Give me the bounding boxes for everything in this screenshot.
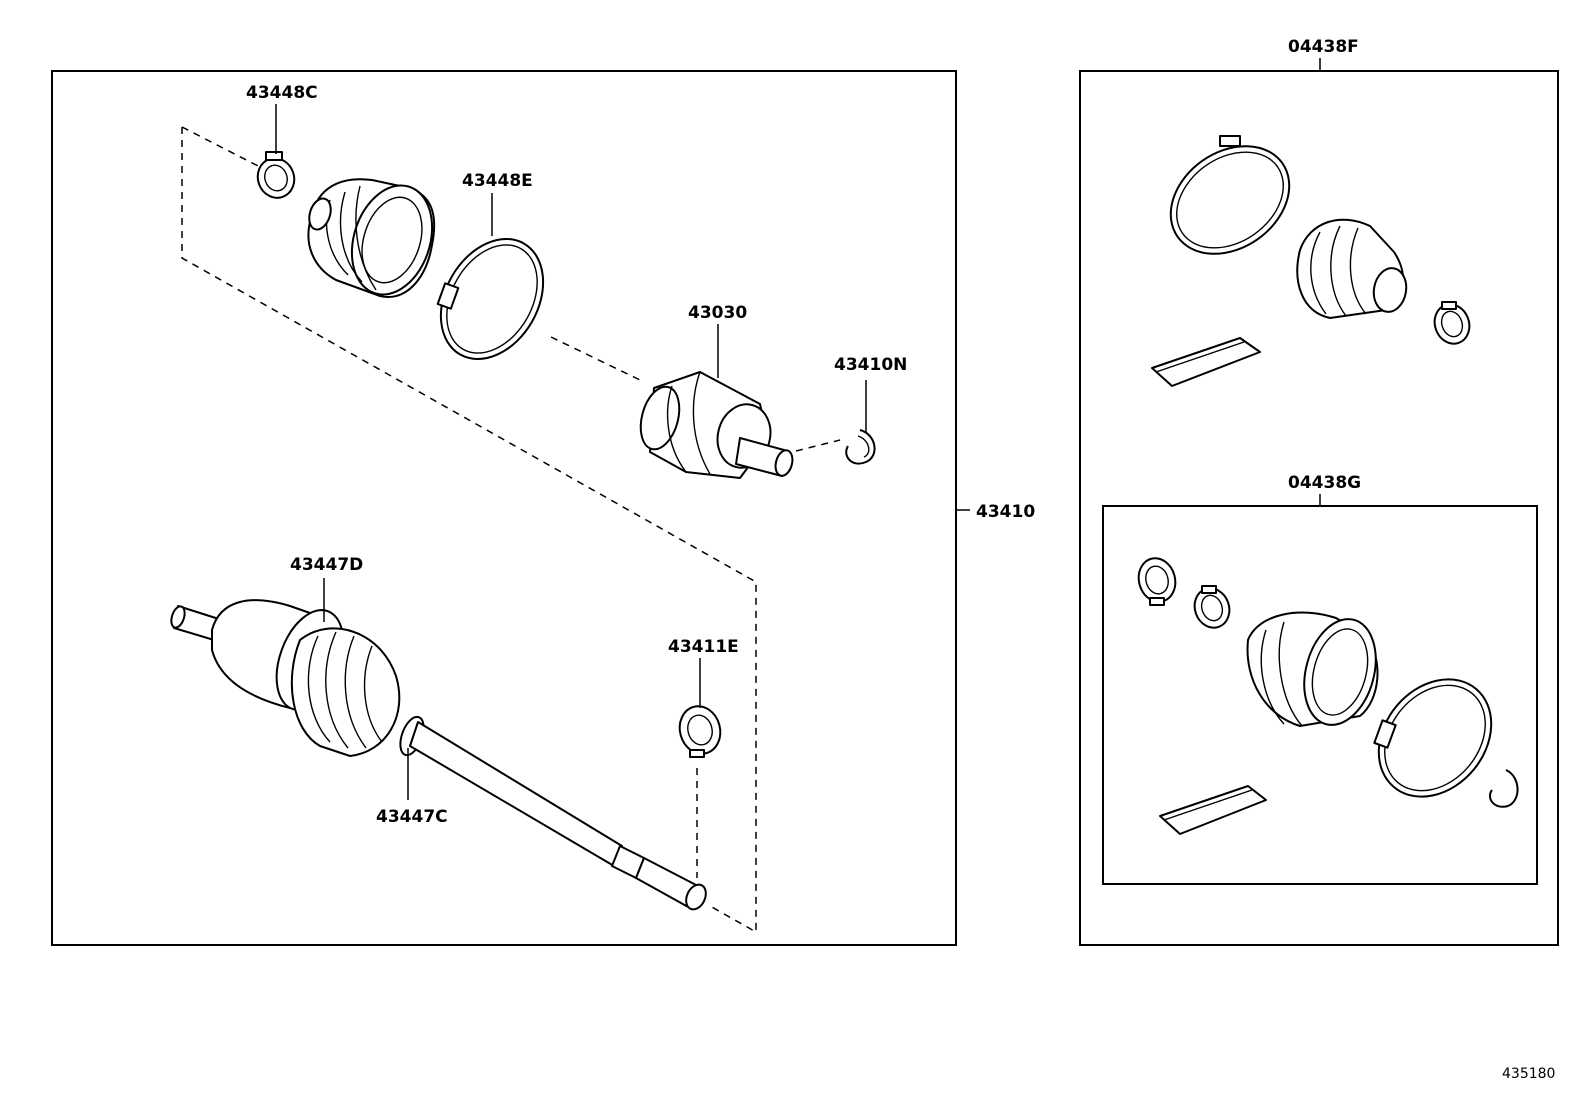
kit-g-small-clamp bbox=[1193, 585, 1231, 629]
label-boot-clamp-large: 43448E bbox=[462, 171, 533, 191]
kit-f-grease-pack bbox=[1151, 337, 1261, 387]
kit-f-small-clamp bbox=[1433, 301, 1471, 345]
boot-clamp-large-part bbox=[436, 237, 545, 361]
label-inboard-joint: 43030 bbox=[688, 303, 747, 323]
kit-g-boot bbox=[1246, 611, 1379, 727]
inboard-joint-part bbox=[639, 371, 794, 479]
kit-f-large-clamp bbox=[1169, 135, 1291, 255]
leader-lines bbox=[275, 58, 1321, 800]
label-diagram-number: 435180 bbox=[1502, 1066, 1555, 1082]
label-boot-kit-inboard: 04438F bbox=[1288, 37, 1359, 57]
assembly-dashed-outline bbox=[181, 126, 841, 934]
kit-f-boot bbox=[1296, 218, 1408, 319]
boot-kit-frame bbox=[1079, 70, 1559, 946]
label-boot-kit-outboard: 04438G bbox=[1288, 473, 1361, 493]
label-snap-ring-inner: 43410N bbox=[834, 355, 907, 375]
kit-g-snap-ring bbox=[1137, 557, 1177, 606]
inboard-boot-part bbox=[307, 178, 436, 298]
label-outboard-boot: 43447D bbox=[290, 555, 363, 575]
kit-g-large-clamp bbox=[1373, 678, 1493, 798]
snap-ring-inner-part bbox=[845, 429, 876, 465]
label-outboard-clamp: 43447C bbox=[376, 807, 448, 827]
label-snap-ring-outer: 43411E bbox=[668, 637, 739, 657]
label-boot-clamp-small: 43448C bbox=[246, 83, 318, 103]
outboard-shaft-part bbox=[170, 599, 707, 911]
kit-g-snap-ring-small bbox=[1489, 769, 1519, 808]
label-shaft-assembly: 43410 bbox=[976, 502, 1035, 522]
kit-g-grease-pack bbox=[1159, 785, 1267, 835]
snap-ring-outer-part bbox=[678, 705, 722, 758]
main-assembly-frame bbox=[51, 70, 957, 946]
boot-clamp-small-part bbox=[256, 151, 296, 199]
